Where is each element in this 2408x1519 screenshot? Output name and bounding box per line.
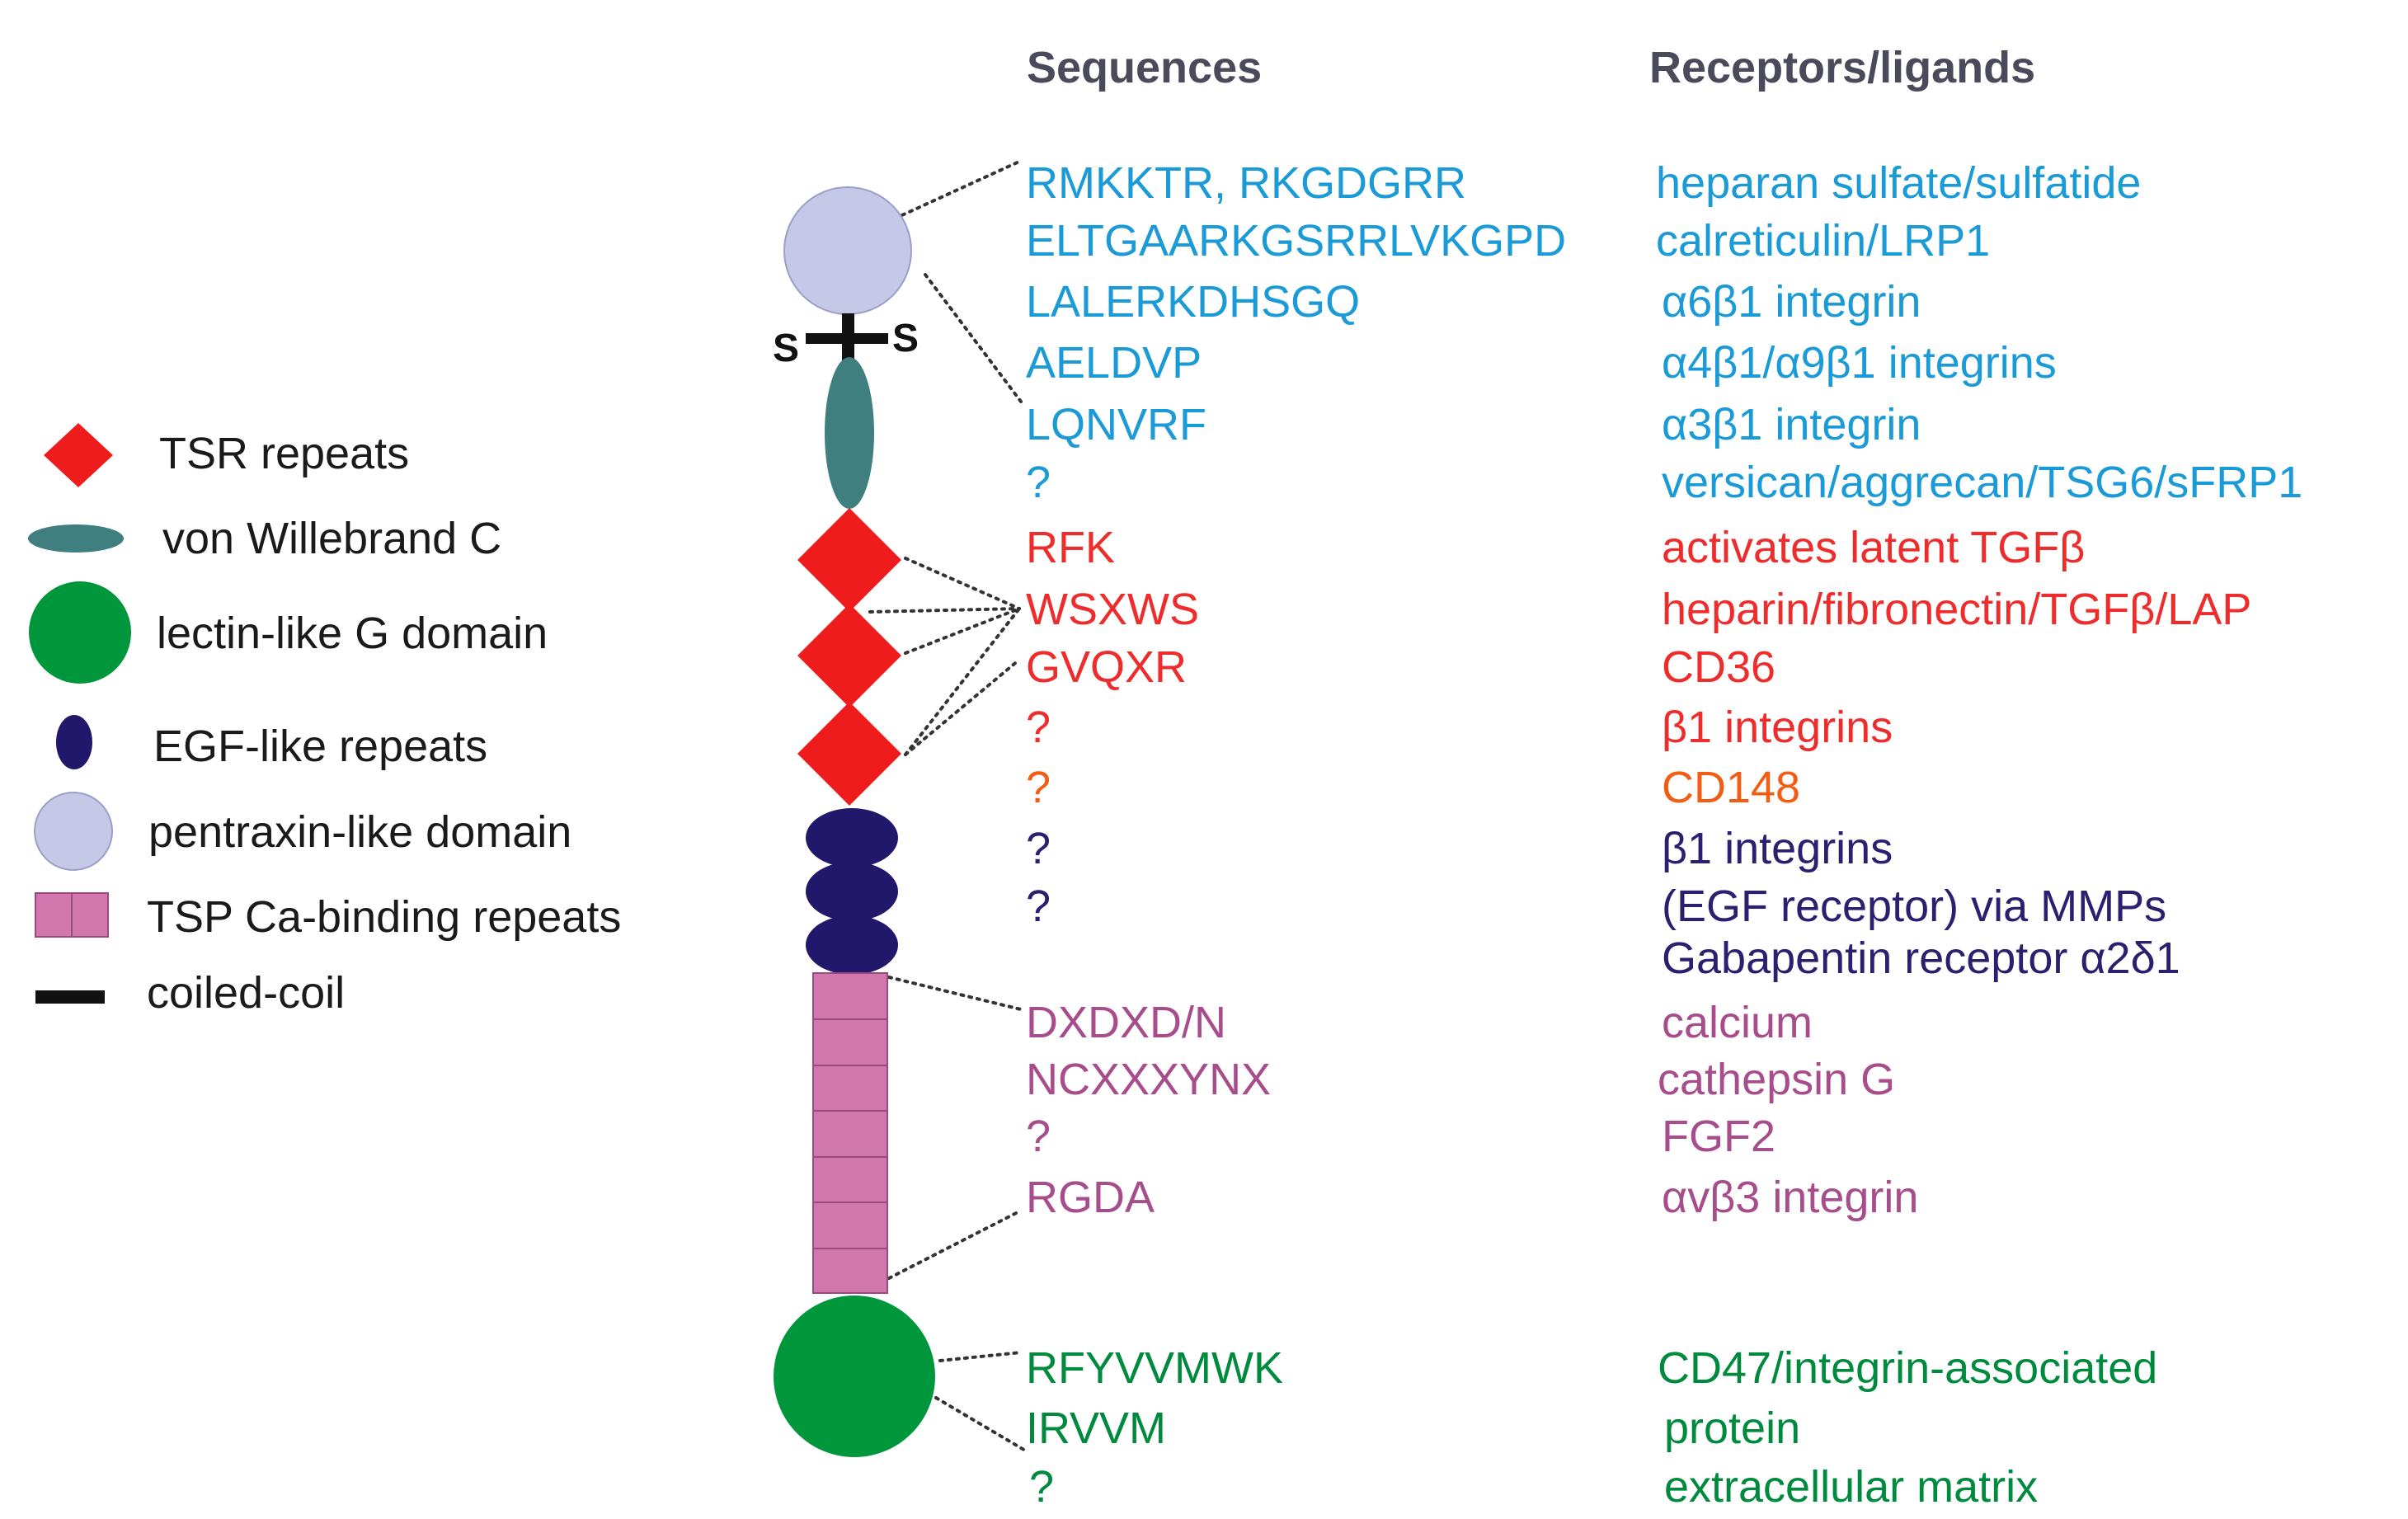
- receptor-item: Gabapentin receptor α2δ1: [1662, 934, 2180, 983]
- sequence-item: WSXWS: [1026, 585, 1199, 634]
- receptor-item: calreticulin/LRP1: [1656, 216, 1990, 266]
- sequence-item: ?: [1026, 882, 1051, 931]
- receptors-header: Receptors/ligands: [1649, 43, 2035, 92]
- disulfide-label-right: S: [892, 317, 919, 360]
- sequence-item: RFYVVMWK: [1026, 1343, 1283, 1393]
- pentraxin-domain: [783, 186, 912, 315]
- sequence-item: ?: [1026, 824, 1051, 873]
- receptors-column: heparan sulfate/sulfatide calreticulin/L…: [1656, 158, 2302, 1512]
- disulfide-label-left: S: [773, 327, 799, 370]
- sequences-header: Sequences: [1027, 43, 1262, 92]
- red-diamond-icon: [44, 423, 113, 487]
- legend-label-lectin: lectin-like G domain: [157, 609, 548, 658]
- receptor-item: heparin/fibronectin/TGFβ/LAP: [1662, 585, 2251, 634]
- legend-label-coiled-coil: coiled-coil: [147, 968, 345, 1018]
- receptor-item: heparan sulfate/sulfatide: [1656, 158, 2141, 208]
- receptor-item: activates latent TGFβ: [1662, 523, 2085, 572]
- sequences-column: RMKKTR, RKGDGRR ELTGAARKGSRRLVKGPD LALER…: [1026, 158, 1566, 1512]
- legend-label-egf: EGF-like repeats: [153, 722, 487, 771]
- sequence-item: AELDVP: [1026, 338, 1202, 388]
- legend-label-ca: TSP Ca-binding repeats: [147, 892, 621, 942]
- sequence-item: GVQXR: [1026, 642, 1187, 692]
- sequence-item: LQNVRF: [1026, 400, 1206, 449]
- green-circle-icon: [29, 581, 131, 684]
- receptor-item: cathepsin G: [1658, 1055, 1895, 1104]
- receptor-item: αvβ3 integrin: [1662, 1173, 1918, 1222]
- disulfide-bar: [806, 333, 888, 344]
- tsr-repeat-3: [797, 702, 901, 806]
- ca-binding-repeats: [812, 972, 888, 1294]
- egf-repeat-1: [806, 808, 898, 868]
- vwc-domain: [825, 357, 874, 509]
- tsr-repeat-2: [797, 604, 901, 708]
- sequence-item: NCXXXYNX: [1026, 1055, 1271, 1104]
- receptor-item: β1 integrins: [1662, 703, 1893, 752]
- sequence-item: ?: [1029, 1462, 1054, 1512]
- receptor-item: calcium: [1662, 998, 1813, 1047]
- sequence-item: IRVVM: [1026, 1404, 1166, 1453]
- receptor-item: protein: [1664, 1404, 1800, 1453]
- sequence-item: ?: [1026, 458, 1051, 507]
- legend-label-tsr: TSR repeats: [159, 429, 409, 478]
- sequence-item: LALERKDHSGQ: [1026, 277, 1360, 327]
- egf-repeat-3: [806, 915, 898, 975]
- sequence-item: ?: [1026, 703, 1051, 752]
- connector-lines: [868, 159, 1028, 1453]
- receptor-item: versican/aggrecan/TSG6/sFRP1: [1662, 458, 2302, 507]
- pink-box-icon: [35, 892, 109, 938]
- egf-repeat-2: [806, 862, 898, 921]
- receptor-item: α3β1 integrin: [1662, 400, 1921, 449]
- teal-ellipse-icon: [28, 524, 124, 553]
- legend-label-pentraxin: pentraxin-like domain: [148, 807, 571, 857]
- navy-ellipse-icon: [56, 715, 92, 769]
- sequence-item: RMKKTR, RKGDGRR: [1026, 158, 1466, 208]
- legend: TSR repeats von Willebrand C lectin-like…: [28, 423, 621, 1018]
- receptor-item: (EGF receptor) via MMPs: [1662, 882, 2166, 931]
- sequence-item: DXDXD/N: [1026, 998, 1226, 1047]
- sequence-item: RGDA: [1026, 1173, 1155, 1222]
- sequence-item: ELTGAARKGSRRLVKGPD: [1026, 216, 1566, 266]
- receptor-item: CD148: [1662, 763, 1800, 812]
- black-bar-icon: [35, 990, 105, 1004]
- receptor-item: α6β1 integrin: [1662, 277, 1921, 327]
- lavender-circle-icon: [34, 792, 113, 871]
- receptor-item: extracellular matrix: [1664, 1462, 2038, 1512]
- sequence-item: ?: [1026, 1112, 1051, 1161]
- protein-chain: S S: [773, 186, 935, 1457]
- sequence-item: RFK: [1026, 523, 1115, 572]
- legend-label-vwc: von Willebrand C: [162, 514, 501, 563]
- tsr-repeat-1: [797, 508, 901, 612]
- receptor-item: CD36: [1662, 642, 1775, 692]
- receptor-item: FGF2: [1662, 1112, 1775, 1161]
- receptor-item: β1 integrins: [1662, 824, 1893, 873]
- receptor-item: α4β1/α9β1 integrins: [1662, 338, 2057, 388]
- lectin-g-domain: [774, 1296, 935, 1457]
- receptor-item: CD47/integrin-associated: [1658, 1343, 2157, 1393]
- sequence-item: ?: [1026, 763, 1051, 812]
